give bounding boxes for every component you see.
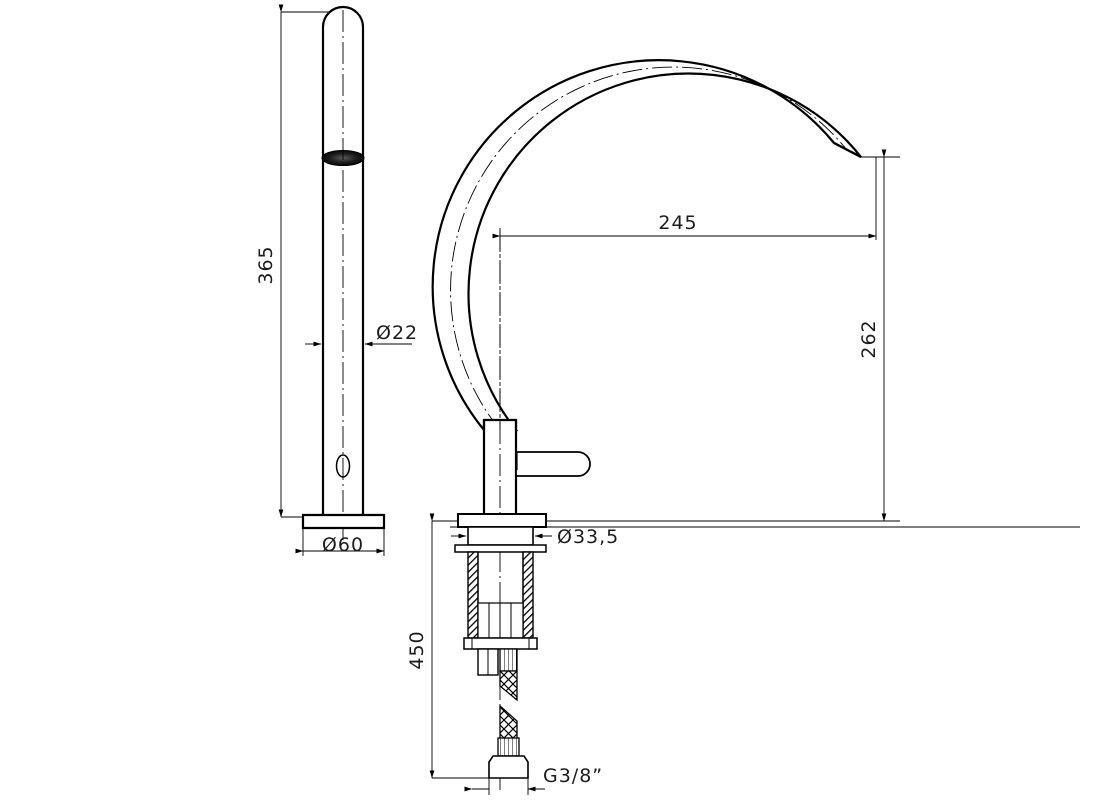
lever-handle[interactable]	[515, 451, 591, 477]
mounting-washer	[454, 544, 547, 553]
spout-outlet-cut	[833, 142, 862, 158]
spout-arc-body	[431, 59, 862, 432]
dim-label-d22: Ø22	[376, 322, 418, 344]
dim-label-g38: G3/8”	[543, 765, 603, 787]
dim-label-450: 450	[406, 630, 428, 669]
threaded-nipple	[499, 648, 518, 672]
dim-label-245: 245	[658, 212, 697, 234]
braided-hose-upper	[499, 670, 518, 702]
side-view: 365 Ø22 Ø60	[255, 4, 418, 556]
dim-label-d335: Ø33,5	[557, 526, 619, 548]
shank-wall-right	[522, 551, 534, 639]
dim-label-262: 262	[858, 319, 880, 358]
g38-hex-nut	[488, 755, 529, 779]
side-base-flange	[301, 513, 386, 530]
shank-wall-left	[467, 551, 479, 639]
dim-label-d60: Ø60	[322, 534, 364, 556]
hose-ferrule	[497, 737, 520, 757]
escutcheon-plate	[457, 513, 547, 528]
dim-label-365: 365	[255, 245, 277, 284]
spout-centerline-arc	[450, 66, 848, 431]
body-collar	[467, 526, 534, 546]
front-view: 245 262 450 Ø33,5 G3/8”	[406, 59, 1080, 795]
fixing-nut-plate	[463, 637, 538, 650]
side-tube-body	[321, 5, 365, 523]
